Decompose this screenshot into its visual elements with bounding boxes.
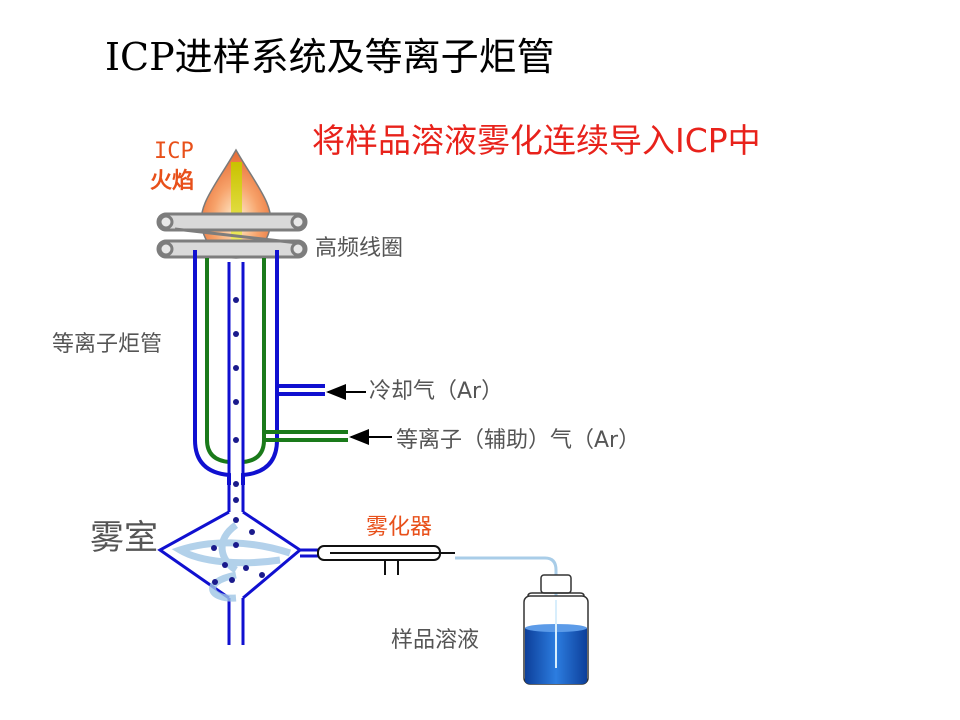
injector-tube (227, 262, 245, 512)
nebulizer (317, 545, 455, 575)
flame-label-icp: ICP (154, 139, 194, 164)
nebulizer-label: 雾化器 (366, 515, 433, 540)
spray-droplets (211, 529, 265, 585)
slide-subtitle: 将样品溶液雾化连续导入ICP中 (312, 121, 761, 160)
aux-gas-label: 等离子（辅助）气（Ar） (396, 428, 641, 453)
slide-title: ICP进样系统及等离子炬管 (105, 35, 555, 79)
swirl-flow (171, 522, 292, 602)
spray-chamber-label: 雾室 (90, 518, 158, 558)
sample-capillary (455, 556, 558, 668)
coil-label: 高频线圈 (315, 236, 404, 261)
torch-label: 等离子炬管 (52, 332, 163, 357)
sample-bottle (523, 574, 589, 685)
sample-solution-label: 样品溶液 (391, 628, 480, 653)
cooling-gas-label: 冷却气（Ar） (369, 379, 504, 404)
torch-middle-tube (205, 258, 348, 464)
torch-outer-tube (193, 250, 325, 485)
flame-label-huoyan: 火焰 (150, 169, 195, 194)
aerosol-droplets (233, 297, 239, 523)
rf-coil (156, 212, 308, 259)
